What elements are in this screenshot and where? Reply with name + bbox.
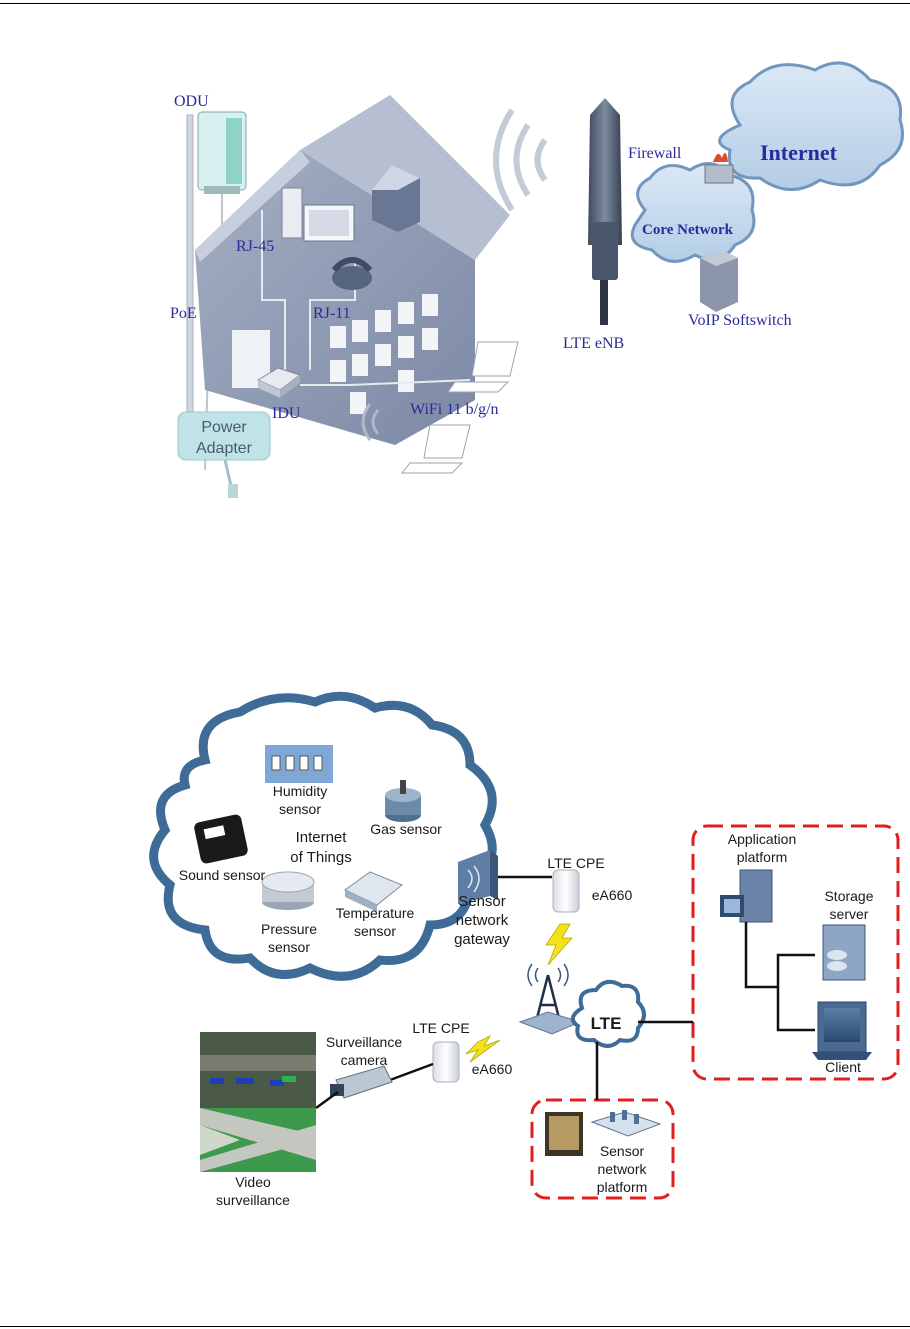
power-plug (228, 484, 238, 498)
label-lte-cpe-top: LTE CPE (547, 855, 604, 871)
label-client: Client (825, 1059, 861, 1075)
label-ea660-top: eA660 (592, 887, 633, 903)
label-ea660-bottom: eA660 (472, 1061, 513, 1077)
storage-server-icon (822, 924, 866, 981)
house (195, 95, 510, 445)
internet-cloud (718, 61, 904, 191)
label-internet: Internet (760, 140, 838, 165)
label-gateway-line2: network (456, 912, 509, 929)
label-app-platform-line2: platform (737, 849, 788, 865)
rj45-cable (261, 210, 286, 370)
lte-enb-tower (588, 98, 622, 325)
label-poe: PoE (170, 305, 197, 322)
lte-tower-icon (518, 963, 582, 1035)
label-gateway-line1: Sensor (458, 893, 506, 910)
client-computer-icon (812, 1001, 872, 1060)
gas-sensor-icon (385, 780, 421, 822)
label-rj45: RJ-45 (236, 238, 274, 255)
laptop-icon-1 (447, 341, 519, 393)
radio-waves-icon (493, 108, 548, 212)
top-diagram (177, 61, 904, 498)
antenna-pole (186, 114, 194, 416)
lan-cable (300, 379, 471, 386)
label-rj11: RJ-11 (313, 305, 351, 322)
label-power-adapter-line1: Power (201, 419, 247, 436)
label-lte-enb: LTE eNB (563, 335, 624, 352)
label-video-line1: Video (235, 1174, 271, 1190)
bottom-rule (0, 1326, 910, 1327)
label-humidity-line1: Humidity (273, 783, 327, 799)
label-snp-line2: network (597, 1161, 647, 1177)
label-temperature-line1: Temperature (336, 905, 415, 921)
label-snp-line1: Sensor (600, 1143, 645, 1159)
label-odu: ODU (174, 93, 209, 110)
telephone-icon (331, 257, 373, 290)
link-camera-video (315, 1090, 339, 1110)
label-storage-line1: Storage (824, 888, 873, 904)
label-humidity-line2: sensor (279, 801, 321, 817)
sensor-platform-box (530, 1098, 675, 1200)
sensor-platform-board-icon (590, 1110, 662, 1137)
label-storage-line2: server (830, 906, 869, 922)
label-app-platform-line1: Application (728, 831, 797, 847)
lightning-bottom-icon (465, 1035, 501, 1063)
app-tree-links (744, 922, 815, 1032)
label-firewall: Firewall (628, 145, 682, 162)
odu-device (197, 111, 247, 194)
label-idu: IDU (272, 405, 301, 422)
label-lte-cpe-bottom: LTE CPE (412, 1020, 469, 1036)
laptop-icon-2 (400, 424, 471, 474)
pc-icon (281, 187, 355, 242)
iot-cloud (149, 691, 497, 981)
label-iot-line2: of Things (290, 849, 351, 866)
humidity-sensor-icon (265, 745, 333, 783)
label-pressure-line1: Pressure (261, 921, 317, 937)
pressure-sensor-icon (261, 871, 315, 910)
label-lte: LTE (591, 1014, 622, 1033)
lte-cloud (570, 979, 646, 1048)
bottom-diagram (149, 691, 900, 1200)
idu-device (256, 367, 302, 398)
label-surv-camera-line2: camera (341, 1052, 388, 1068)
application-server-icon (720, 869, 773, 923)
voip-softswitch-icon (700, 250, 738, 312)
lte-cpe-top-icon (552, 869, 580, 913)
label-surv-camera-line1: Surveillance (326, 1034, 402, 1050)
temperature-sensor-icon (344, 871, 403, 912)
lte-cpe-bottom-icon (432, 1041, 460, 1083)
label-gas-sensor: Gas sensor (370, 821, 442, 837)
label-sound-sensor: Sound sensor (179, 867, 266, 883)
label-gateway-line3: gateway (454, 931, 510, 948)
power-adapter (177, 411, 271, 461)
label-video-line2: surveillance (216, 1192, 290, 1208)
surveillance-camera-icon (330, 1065, 393, 1099)
wifi-waves-icon (361, 403, 380, 441)
label-voip: VoIP Softswitch (688, 312, 792, 329)
label-power-adapter-line2: Adapter (196, 440, 253, 457)
sensor-gateway-icon (458, 850, 498, 904)
sensor-platform-screen-icon (545, 1112, 583, 1156)
top-rule (0, 3, 910, 4)
lightning-top-icon (545, 923, 573, 966)
sound-sensor-icon (194, 814, 248, 864)
video-surveillance-image (200, 1032, 316, 1172)
core-network-cloud (630, 162, 756, 263)
label-snp-line3: platform (597, 1179, 648, 1195)
label-wifi: WiFi 11 b/g/n (410, 401, 499, 418)
link-cpe-camera (389, 1062, 434, 1082)
label-pressure-line2: sensor (268, 939, 310, 955)
application-platform-box (691, 824, 900, 1081)
label-iot-line1: Internet (296, 829, 348, 846)
label-core-network: Core Network (642, 222, 734, 238)
label-temperature-line2: sensor (354, 923, 396, 939)
firewall-icon (704, 152, 734, 184)
